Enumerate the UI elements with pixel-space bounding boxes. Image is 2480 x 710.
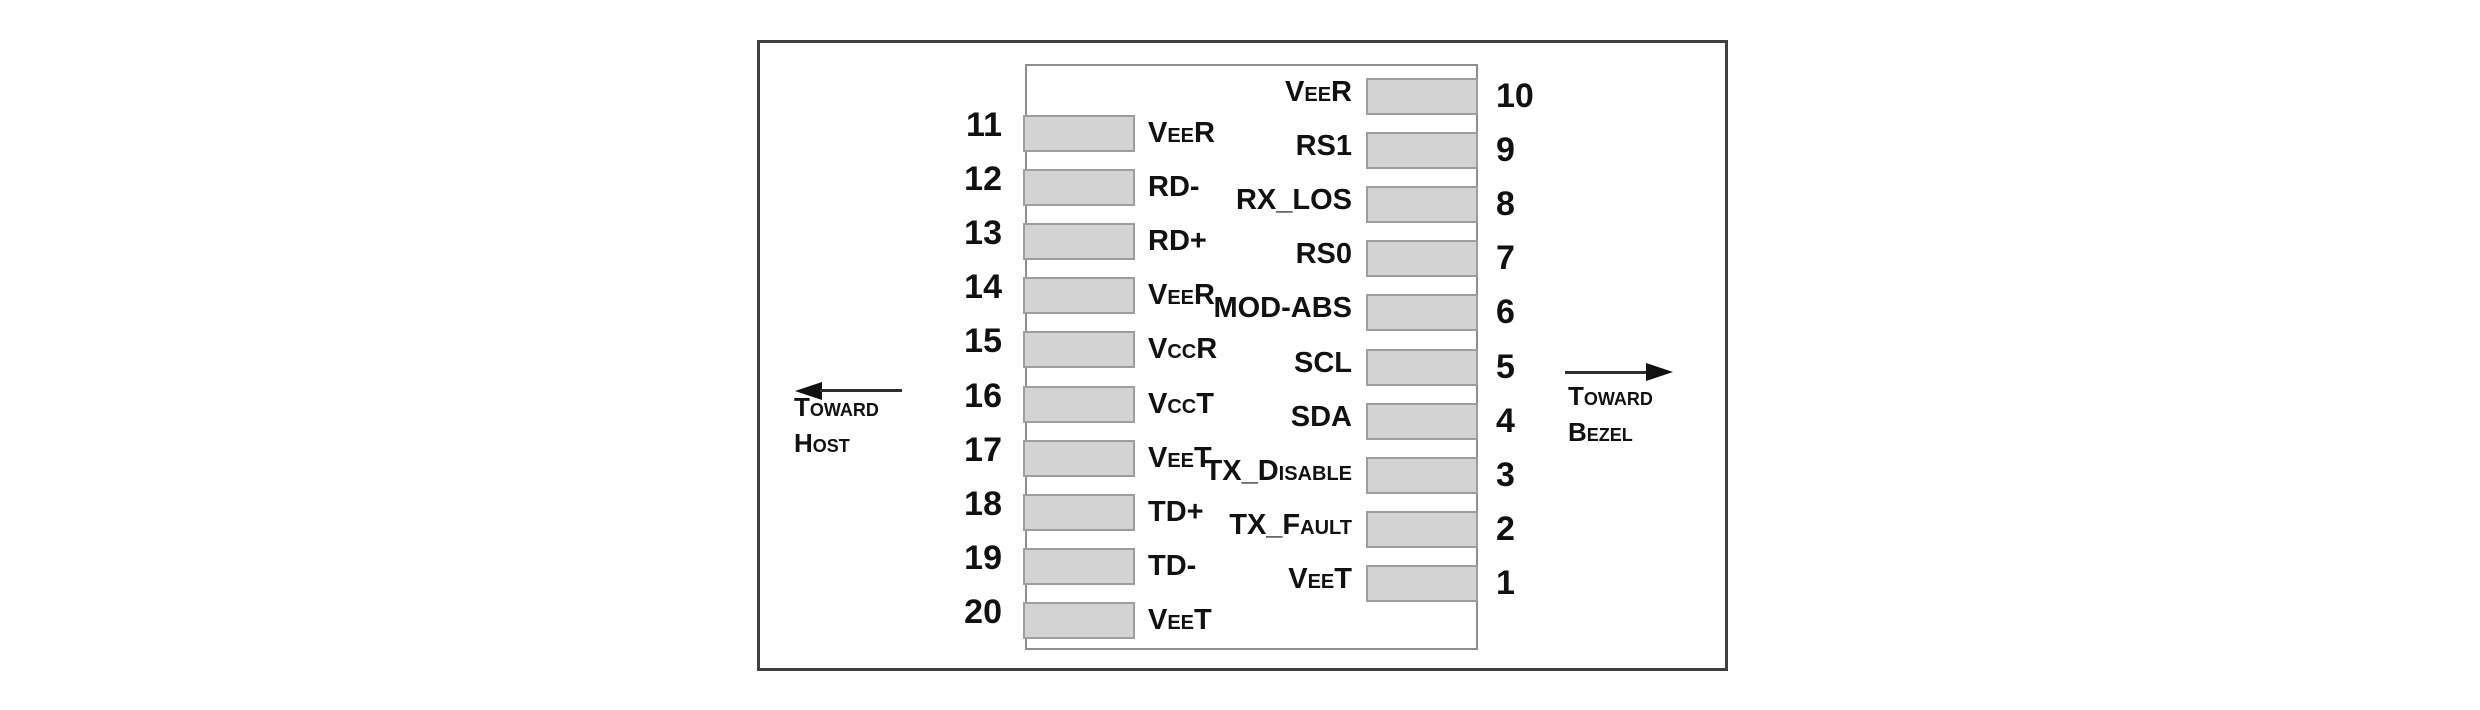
pin-2-label: TX_Fault (1229, 509, 1352, 541)
pin-9-number: 9 (1496, 131, 1515, 169)
toward-bezel-line1: Toward (1568, 381, 1653, 411)
toward-host-line2: Host (794, 428, 850, 458)
pin-16-pad (1023, 386, 1135, 423)
pin-10-number: 10 (1496, 77, 1534, 115)
pin-20-label: VeeT (1148, 604, 1212, 636)
toward-bezel-label: Toward Bezel (1568, 378, 1653, 450)
pin-8-pad (1366, 186, 1478, 223)
toward-host-line1: Toward (794, 392, 879, 422)
pin-17-label: VeeT (1148, 442, 1212, 474)
pin-13-number: 13 (964, 214, 1002, 252)
pin-6-number: 6 (1496, 293, 1515, 331)
pin-1-number: 1 (1496, 564, 1515, 602)
toward-host-arrow-icon (795, 382, 822, 400)
pin-15-number: 15 (964, 322, 1002, 360)
pin-6-pad (1366, 294, 1478, 331)
pin-5-label: SCL (1294, 347, 1352, 379)
pin-1-pad (1366, 565, 1478, 602)
pin-20-number: 20 (964, 593, 1002, 631)
pin-15-label: VccR (1148, 333, 1218, 365)
pin-12-number: 12 (964, 160, 1002, 198)
pin-18-label: TD+ (1148, 496, 1204, 528)
pin-16-label: VccT (1148, 388, 1214, 420)
pin-5-number: 5 (1496, 348, 1515, 386)
pin-4-number: 4 (1496, 402, 1515, 440)
pin-2-pad (1366, 511, 1478, 548)
toward-host-arrow-line (820, 389, 902, 392)
pin-3-pad (1366, 457, 1478, 494)
pin-13-pad (1023, 223, 1135, 260)
pin-10-pad (1366, 78, 1478, 115)
pin-8-label: RX_LOS (1235, 184, 1352, 216)
pin-7-pad (1366, 240, 1478, 277)
pin-16-number: 16 (964, 377, 1002, 415)
pin-4-pad (1366, 403, 1478, 440)
pin-11-number: 11 (966, 106, 1002, 144)
pin-9-pad (1366, 132, 1478, 169)
pin-14-pad (1023, 277, 1135, 314)
pin-20-pad (1023, 602, 1135, 639)
pin-19-pad (1023, 548, 1135, 585)
toward-host-label: Toward Host (794, 389, 879, 461)
pin-19-label: TD- (1148, 550, 1197, 582)
pin-4-label: SDA (1290, 401, 1352, 433)
pin-18-number: 18 (964, 485, 1002, 523)
pin-14-number: 14 (964, 268, 1002, 306)
pin-12-pad (1023, 169, 1135, 206)
pin-15-pad (1023, 331, 1135, 368)
toward-bezel-arrow-icon (1646, 363, 1673, 381)
toward-bezel-line2: Bezel (1568, 417, 1633, 447)
pin-14-label: VeeR (1148, 279, 1215, 311)
pin-10-label: VeeR (1285, 76, 1352, 108)
pin-3-number: 3 (1496, 456, 1515, 494)
pin-17-pad (1023, 440, 1135, 477)
pin-2-number: 2 (1496, 510, 1515, 548)
pin-12-label: RD- (1148, 171, 1200, 203)
pin-13-label: RD+ (1148, 225, 1207, 257)
pin-17-number: 17 (964, 431, 1002, 469)
pin-9-label: RS1 (1295, 130, 1352, 162)
pin-18-pad (1023, 494, 1135, 531)
pin-7-number: 7 (1496, 239, 1515, 277)
pin-1-label: VeeT (1288, 563, 1352, 595)
pin-5-pad (1366, 349, 1478, 386)
pin-11-label: VeeR (1148, 117, 1215, 149)
pin-19-number: 19 (964, 539, 1002, 577)
toward-bezel-arrow-line (1565, 371, 1646, 374)
pin-6-label: MOD-ABS (1213, 292, 1352, 324)
pin-7-label: RS0 (1295, 238, 1352, 270)
pin-3-label: TX_Disable (1204, 455, 1352, 487)
pin-8-number: 8 (1496, 185, 1515, 223)
pin-11-pad (1023, 115, 1135, 152)
